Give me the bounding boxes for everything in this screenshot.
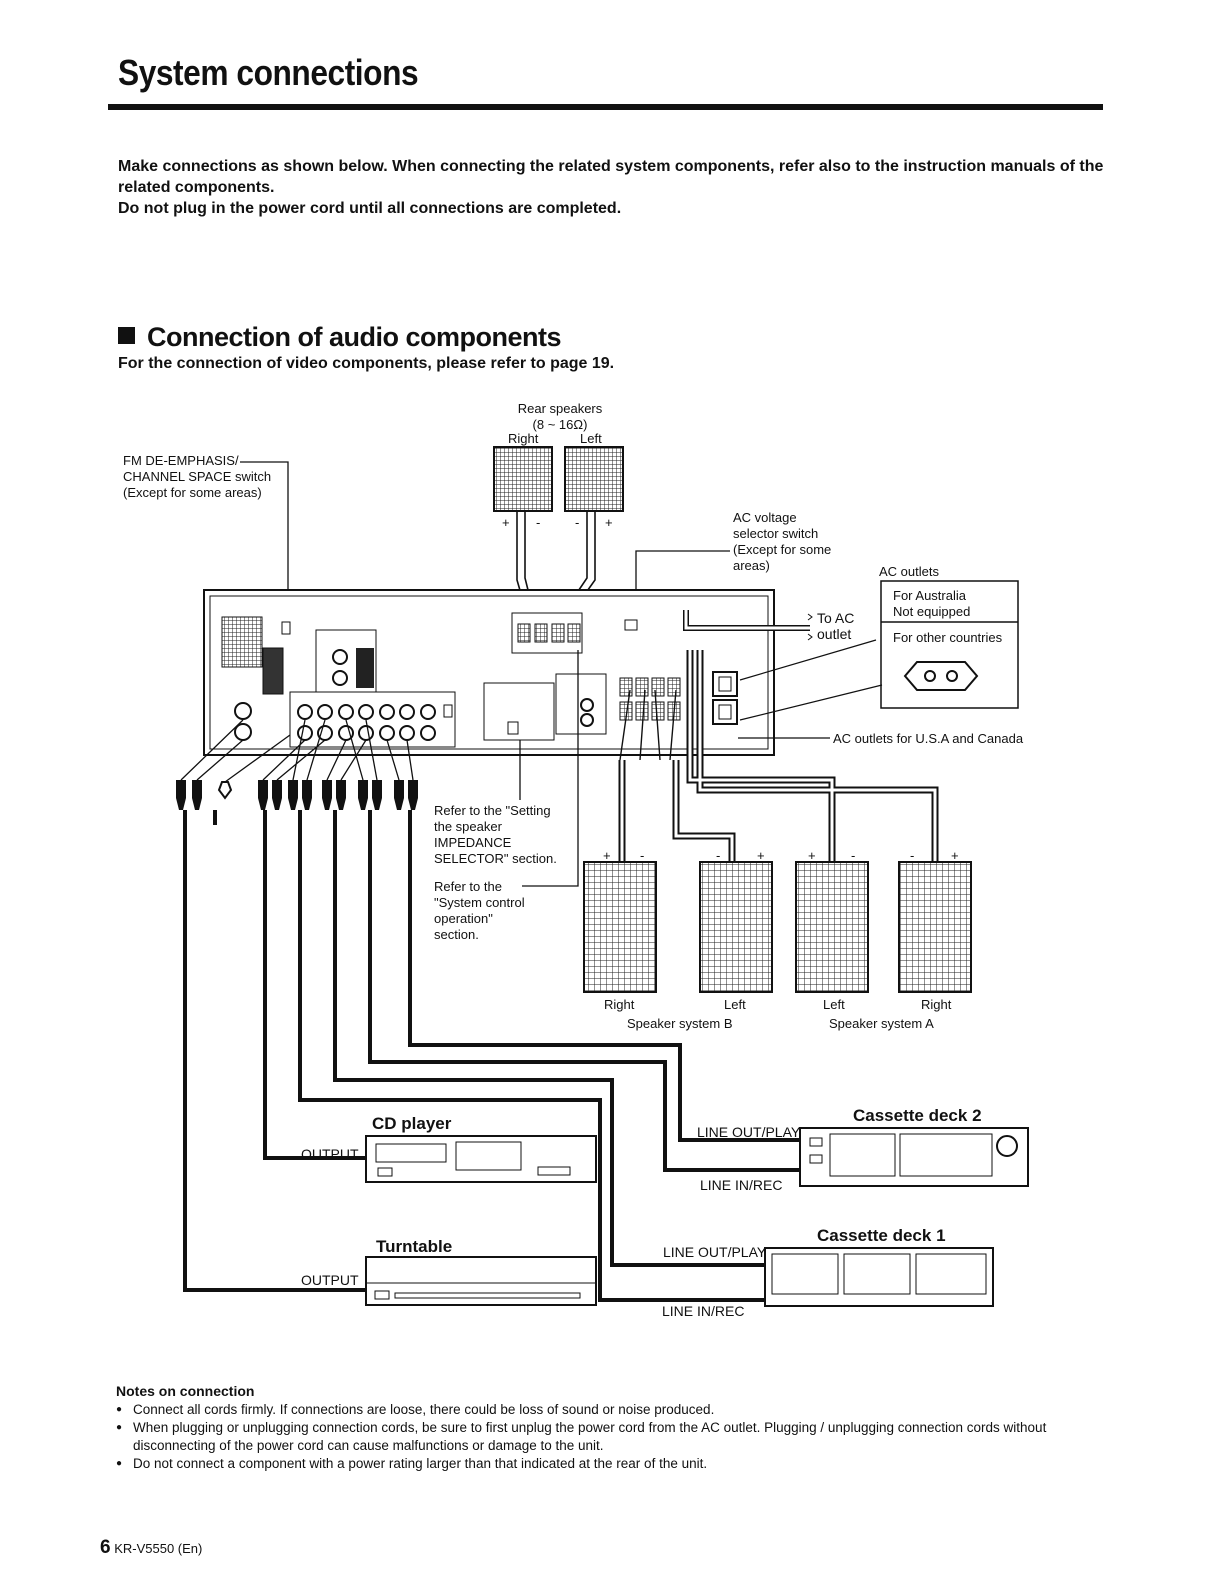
speaker-a-name: Speaker system A — [829, 1016, 934, 1031]
rear-right-label: Right — [508, 431, 539, 446]
speaker-a-right — [898, 861, 972, 993]
ac-outlets-box — [739, 580, 1019, 721]
rear-speakers-title: Rear speakers — [517, 401, 603, 416]
spk-b-left-plus: + — [757, 848, 765, 863]
cassette-1-out-label: LINE OUT/PLAY — [663, 1244, 767, 1260]
note-item: Do not connect a component with a power … — [116, 1455, 1106, 1473]
system-control-line-4: section. — [434, 927, 479, 942]
rear-speakers — [493, 446, 624, 619]
title-rule — [108, 104, 1103, 110]
cassette-1-in-label: LINE IN/REC — [662, 1303, 745, 1319]
cd-output-label: OUTPUT — [301, 1146, 359, 1162]
speaker-b-left-label: Left — [724, 997, 746, 1012]
system-control-line-3: operation" — [434, 911, 493, 926]
to-ac-outlet-label: To AC outlet — [817, 610, 854, 642]
impedance-ref-line-4: SELECTOR" section. — [434, 851, 557, 866]
cassette-1-label: Cassette deck 1 — [817, 1226, 946, 1245]
system-control-line-1: Refer to the — [434, 879, 502, 894]
system-control-line-2: "System control — [434, 895, 525, 910]
spk-a-right-plus: + — [951, 848, 959, 863]
rear-right-minus: - — [536, 515, 541, 530]
ac-voltage-line-4: areas) — [733, 558, 770, 573]
speaker-b-name: Speaker system B — [627, 1016, 733, 1031]
speaker-b-right-label: Right — [604, 997, 635, 1012]
speaker-a-left-label: Left — [823, 997, 845, 1012]
notes-section: Notes on connection Connect all cords fi… — [116, 1382, 1106, 1473]
spk-b-right-minus: - — [640, 848, 645, 863]
impedance-ref-line-3: IMPEDANCE — [434, 835, 512, 850]
ac-voltage-line-2: selector switch — [733, 526, 819, 541]
rear-right-plus: + — [502, 515, 510, 530]
model-code: KR-V5550 (En) — [114, 1541, 203, 1556]
ac-other-countries-label: For other countries — [893, 630, 1003, 645]
ac-usa-label: AC outlets for U.S.A and Canada — [833, 731, 1024, 746]
intro-line-2: Do not plug in the power cord until all … — [118, 200, 622, 217]
fm-switch-label: FM DE-EMPHASIS/ CHANNEL SPACE switch (Ex… — [123, 453, 271, 501]
impedance-ref-line-1: Refer to the "Setting — [434, 803, 551, 818]
spk-a-right-minus: - — [910, 848, 915, 863]
rear-left-plus: + — [605, 515, 613, 530]
fm-switch-line-2: CHANNEL SPACE switch — [123, 469, 272, 484]
ac-outlets-label: AC outlets — [879, 564, 939, 579]
page-number: 6 — [100, 1537, 111, 1558]
impedance-ref-label: Refer to the "Setting the speaker IMPEDA… — [434, 803, 557, 867]
signal-cables — [183, 810, 800, 1302]
spk-b-right-plus: + — [603, 848, 611, 863]
ac-australia-line-2: Not equipped — [893, 604, 971, 619]
cd-player — [365, 1135, 597, 1183]
note-item: When plugging or unplugging connection c… — [116, 1419, 1106, 1455]
rear-speakers-impedance: (8 ~ 16Ω) — [532, 417, 588, 432]
speaker-b-right — [583, 861, 657, 993]
section-subheading: For the connection of video components, … — [118, 355, 615, 372]
fm-switch-line-3: (Except for some areas) — [123, 485, 262, 500]
intro-line-1: Make connections as shown below. When co… — [118, 158, 1104, 196]
cassette-2-label: Cassette deck 2 — [853, 1106, 982, 1125]
turntable-label: Turntable — [376, 1237, 453, 1256]
ac-australia-label: For Australia Not equipped — [893, 588, 970, 620]
rear-speakers-label: Rear speakers (8 ~ 16Ω) — [515, 401, 605, 433]
cassette-deck-2 — [799, 1127, 1029, 1187]
rear-left-label: Left — [580, 431, 602, 446]
turntable-output-label: OUTPUT — [301, 1272, 359, 1288]
ac-australia-line-1: For Australia — [893, 588, 966, 603]
notes-list: Connect all cords firmly. If connections… — [116, 1401, 1106, 1473]
speaker-b-left — [699, 861, 773, 993]
fm-switch-line-1: FM DE-EMPHASIS/ — [123, 453, 239, 468]
impedance-ref-line-2: the speaker — [434, 819, 502, 834]
spk-b-left-minus: - — [716, 848, 721, 863]
to-ac-line-1: To AC — [817, 610, 855, 626]
ac-voltage-line-1: AC voltage — [733, 510, 797, 525]
notes-heading: Notes on connection — [116, 1383, 255, 1399]
rear-left-minus: - — [575, 515, 580, 530]
rca-plugs — [176, 780, 418, 810]
to-ac-line-2: outlet — [817, 626, 852, 642]
system-control-ref-label: Refer to the "System control operation" … — [434, 879, 525, 943]
note-item: Connect all cords firmly. If connections… — [116, 1401, 1106, 1419]
intro-text: Make connections as shown below. When co… — [118, 156, 1108, 219]
spk-a-left-plus: + — [808, 848, 816, 863]
page-title: System connections — [118, 52, 419, 93]
rear-speaker-right — [493, 446, 553, 512]
section-heading-text: Connection of audio components — [147, 322, 561, 352]
cassette-2-in-label: LINE IN/REC — [700, 1177, 783, 1193]
section-heading: Connection of audio components — [118, 322, 561, 353]
rear-speaker-left — [564, 446, 624, 512]
ac-voltage-label: AC voltage selector switch (Except for s… — [733, 510, 831, 574]
cd-player-label: CD player — [372, 1114, 452, 1133]
cassette-deck-1 — [764, 1247, 994, 1307]
receiver-rear-panel — [203, 589, 813, 756]
cassette-2-out-label: LINE OUT/PLAY — [697, 1124, 801, 1140]
turntable — [365, 1256, 597, 1306]
ac-voltage-line-3: (Except for some — [733, 542, 832, 557]
speaker-a-right-label: Right — [921, 997, 952, 1012]
speaker-a-left — [795, 861, 869, 993]
front-speakers — [583, 861, 972, 993]
bullet-square-icon — [118, 327, 135, 344]
spk-a-left-minus: - — [851, 848, 856, 863]
page-footer: 6 KR-V5550 (En) — [100, 1537, 202, 1559]
